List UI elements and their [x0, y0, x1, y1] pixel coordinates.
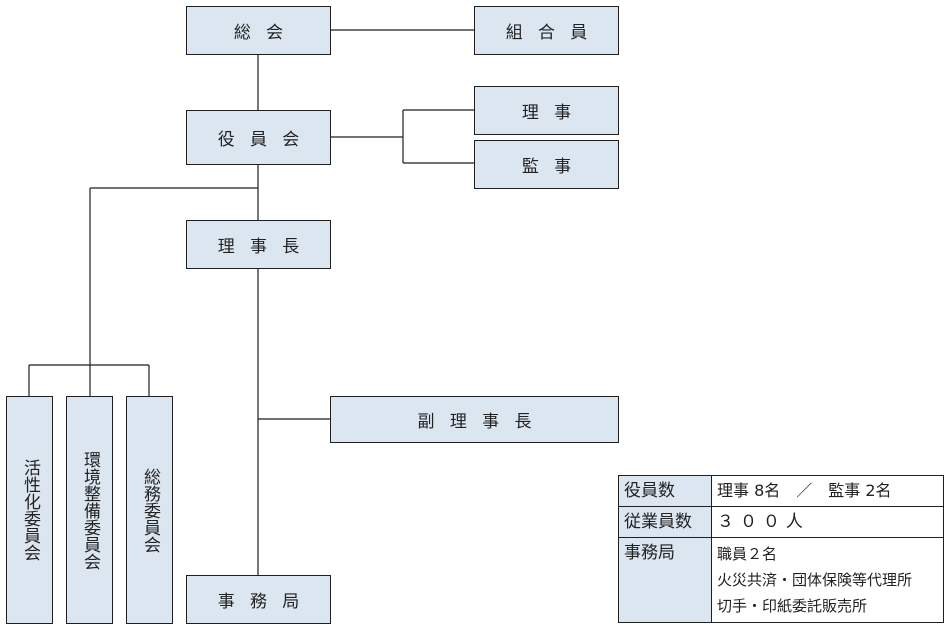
auditors-box: 監事 [474, 140, 619, 189]
employees-value: ３００人 [711, 506, 944, 538]
vice-chairman-box: 副理事長 [330, 396, 619, 443]
board-label: 役員会 [217, 130, 315, 150]
chairman-box: 理事長 [186, 220, 331, 269]
officers-label: 役員数 [618, 475, 712, 507]
union-members-label: 組合員 [505, 23, 603, 43]
committee-box-revitalization: 活性化委員会 [6, 396, 53, 624]
office-line: 切手・印紙委託販売所 [717, 597, 868, 615]
table-row: 従業員数 ３００人 [618, 506, 944, 538]
directors-label: 理事 [521, 103, 587, 123]
office-line: 職員２名 [717, 545, 778, 563]
table-row: 役員数 理事 8名 ／ 監事 2名 [618, 475, 944, 507]
secretariat-label: 事務局 [217, 592, 315, 612]
office-label: 事務局 [618, 537, 712, 623]
officers-value: 理事 8名 ／ 監事 2名 [711, 475, 944, 507]
committee-label-environment: 環境整備委員会 [80, 450, 100, 570]
directors-box: 理事 [474, 86, 619, 135]
office-details: 職員２名 火災共済・団体保険等代理所 切手・印紙委託販売所 [711, 537, 944, 623]
general-meeting-box: 総会 [186, 6, 331, 55]
vice-chairman-label: 副理事長 [417, 412, 547, 432]
general-meeting-label: 総会 [233, 23, 299, 43]
office-line: 火災共済・団体保険等代理所 [717, 571, 913, 589]
auditors-label: 監事 [521, 157, 587, 177]
committee-box-environment: 環境整備委員会 [66, 396, 113, 624]
table-row: 事務局 職員２名 火災共済・団体保険等代理所 切手・印紙委託販売所 [618, 537, 944, 623]
chairman-label: 理事長 [217, 237, 315, 257]
employees-label: 従業員数 [618, 506, 712, 538]
union-members-box: 組合員 [474, 6, 619, 55]
committee-label-revitalization: 活性化委員会 [20, 459, 40, 561]
committee-box-general-affairs: 総務委員会 [126, 396, 173, 624]
secretariat-box: 事務局 [186, 575, 331, 624]
board-box: 役員会 [186, 110, 331, 165]
committee-label-general-affairs: 総務委員会 [140, 467, 160, 553]
info-table: 役員数 理事 8名 ／ 監事 2名 従業員数 ３００人 事務局 職員２名 火災共… [618, 475, 944, 623]
